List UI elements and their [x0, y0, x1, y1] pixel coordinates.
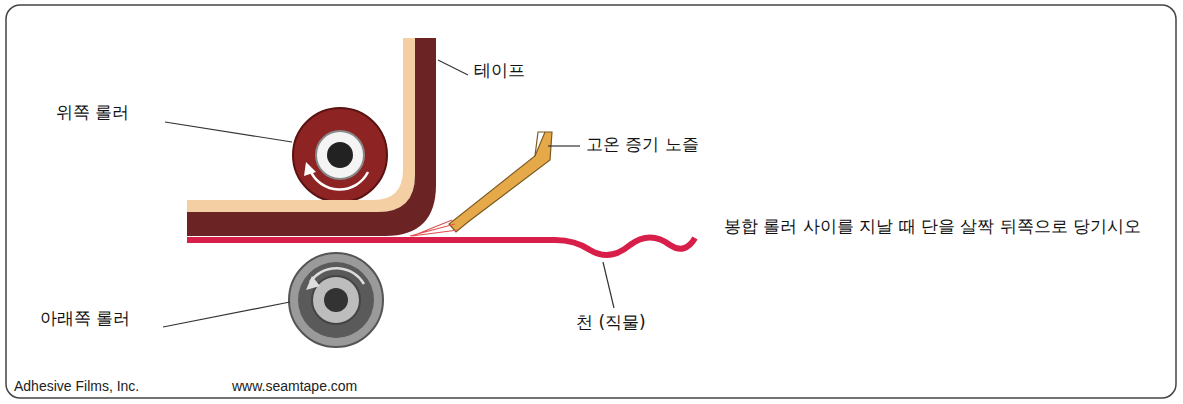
- instruction-note: 봉합 롤러 사이를 지날 때 단을 살짝 뒤쪽으로 당기시오: [724, 212, 1144, 242]
- part-label: 고온 증기 노즐: [586, 130, 699, 160]
- website: www.seamtape.com: [232, 378, 357, 395]
- part-label: 아래쪽 롤러: [40, 304, 130, 334]
- part-label: 천 (직물): [576, 308, 646, 338]
- lower-roller: [289, 253, 383, 347]
- company-name: Adhesive Films, Inc.: [14, 378, 139, 395]
- leader-lines: [163, 60, 614, 327]
- tape-label: 테이프: [474, 56, 525, 86]
- part-label: 위쪽 롤러: [56, 98, 129, 128]
- steam-nozzle: [410, 132, 552, 236]
- upper-roller: [293, 108, 387, 202]
- tape: [187, 38, 436, 236]
- fabric: [187, 238, 695, 255]
- frame: [6, 5, 1176, 398]
